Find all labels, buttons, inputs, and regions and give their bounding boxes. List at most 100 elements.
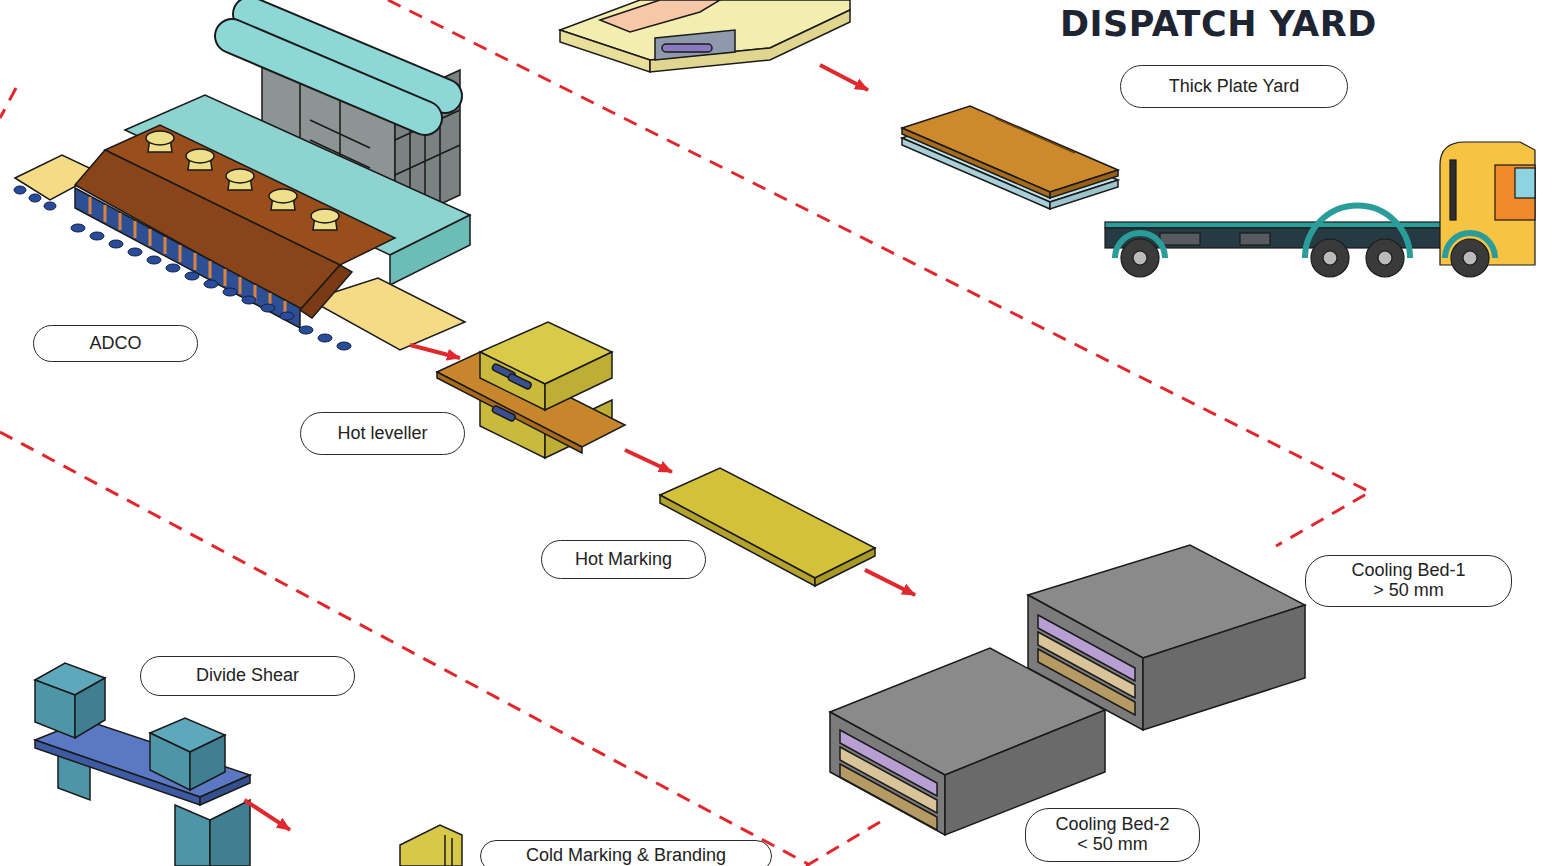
cooling-bed xyxy=(1143,605,1305,730)
adco-cooling-unit xyxy=(311,209,339,223)
adco-cooling-unit xyxy=(166,264,180,272)
divide-shear xyxy=(210,800,250,866)
step-label: ADCO xyxy=(89,334,141,354)
truck xyxy=(1451,239,1489,277)
adco-cooling-unit xyxy=(186,149,214,163)
step-label: Cooling Bed-2 xyxy=(1055,815,1169,835)
adco-cooling-unit xyxy=(223,288,237,296)
truck xyxy=(1495,165,1535,220)
adco-cooling-unit xyxy=(261,304,275,312)
marked-plate xyxy=(660,495,815,586)
rolling-mill-stand xyxy=(662,44,712,52)
adco-cooling-unit xyxy=(146,131,339,230)
adco-cooling-unit xyxy=(75,188,300,328)
rolling-mill-stand xyxy=(560,30,650,72)
adco-cooling-unit xyxy=(44,202,56,210)
rolling-mill-stand xyxy=(655,30,735,60)
process-step: Thick Plate Yard xyxy=(900,65,1348,205)
truck xyxy=(1133,251,1147,265)
step-label: Thick Plate Yard xyxy=(1169,77,1299,97)
flow-arrow xyxy=(245,800,291,830)
adco-cooling-unit xyxy=(128,248,142,256)
steel-plate-stack xyxy=(902,128,1050,198)
adco-cooling-unit xyxy=(146,131,174,145)
adco-cooling-unit xyxy=(242,296,256,304)
adco-cooling-unit xyxy=(90,197,285,318)
label-pill: ADCO xyxy=(33,325,198,362)
process-step: Cold Marking & Branding xyxy=(290,825,772,866)
step-label: Cooling Bed-1 xyxy=(1351,561,1465,581)
adco-cooling-unit xyxy=(226,169,254,183)
truck xyxy=(1311,239,1349,277)
flow-arrow xyxy=(820,65,868,90)
adco-cooling-unit xyxy=(337,342,351,350)
cooling-bed xyxy=(840,764,937,830)
steel-plate-stack xyxy=(902,106,1118,209)
marking-machine xyxy=(400,825,462,866)
rolling-mill-stand xyxy=(600,0,720,32)
process-step: Cooling Bed-2< 50 mm xyxy=(830,595,1200,865)
adco-cooling-unit xyxy=(29,194,41,202)
process-step: Cooling Bed-1> 50 mm xyxy=(1025,545,1512,735)
truck xyxy=(1366,239,1404,277)
divide-shear xyxy=(35,680,75,738)
hot-leveller xyxy=(545,352,612,410)
steel-plate-stack xyxy=(1050,170,1118,198)
truck xyxy=(1515,168,1535,198)
adco-cooling-unit xyxy=(14,186,351,350)
step-label: < 50 mm xyxy=(1077,835,1148,855)
truck xyxy=(1240,233,1270,245)
step-label: Hot Marking xyxy=(575,550,672,570)
truck xyxy=(1378,251,1392,265)
adco-cooling-unit xyxy=(280,312,294,320)
process-step: ADCO xyxy=(15,20,410,365)
adco-cooling-unit xyxy=(14,14,470,350)
cooling-bed xyxy=(830,712,945,835)
label-pill: Hot Marking xyxy=(541,540,706,579)
truck xyxy=(1105,142,1535,277)
zone-heading: DISPATCH YARD xyxy=(1060,4,1377,44)
truck xyxy=(1323,251,1337,265)
flow-arrow xyxy=(410,345,460,358)
truck xyxy=(1450,160,1456,220)
hot-leveller xyxy=(480,352,545,410)
hot-leveller xyxy=(491,405,516,422)
hot-leveller xyxy=(507,373,532,390)
divide-shear xyxy=(175,805,210,866)
adco-cooling-unit xyxy=(14,186,26,194)
divide-shear xyxy=(35,663,250,866)
process-step: Hot Marking xyxy=(541,472,865,582)
step-label: Cold Marking & Branding xyxy=(526,846,726,866)
cooling-bed xyxy=(945,710,1105,835)
adco-cooling-unit xyxy=(185,272,199,280)
adco-cooling-unit xyxy=(390,215,470,285)
adco-cooling-unit xyxy=(90,232,104,240)
zone-boundary xyxy=(388,0,1370,546)
process-step: Divide Shear xyxy=(30,656,355,800)
zone-boundary xyxy=(0,0,1370,866)
label-pill: Hot leveller xyxy=(300,412,465,455)
process-step: Hot leveller xyxy=(300,358,625,458)
label-pill: Cold Marking & Branding xyxy=(480,840,772,866)
zone-boundary xyxy=(806,822,880,866)
divide-shear xyxy=(190,735,225,790)
adco-cooling-unit xyxy=(269,189,297,203)
label-pill: Divide Shear xyxy=(140,656,355,696)
marked-plate xyxy=(660,468,875,586)
rolling-mill-stand xyxy=(560,0,850,72)
adco-cooling-unit xyxy=(232,36,425,118)
adco-cooling-unit xyxy=(109,240,123,248)
step-label: Hot leveller xyxy=(337,424,427,444)
label-pill: Cooling Bed-2< 50 mm xyxy=(1025,808,1200,862)
marked-plate xyxy=(660,468,875,578)
adco-cooling-unit xyxy=(204,280,218,288)
cooling-bed xyxy=(830,545,1305,835)
zone-boundary xyxy=(0,88,16,118)
flow-arrow xyxy=(865,570,915,595)
adco-cooling-unit xyxy=(300,265,352,318)
adco-cooling-unit xyxy=(147,256,161,264)
truck xyxy=(1160,233,1200,245)
label-pill: Thick Plate Yard xyxy=(1120,65,1348,108)
marked-plate xyxy=(815,548,875,586)
